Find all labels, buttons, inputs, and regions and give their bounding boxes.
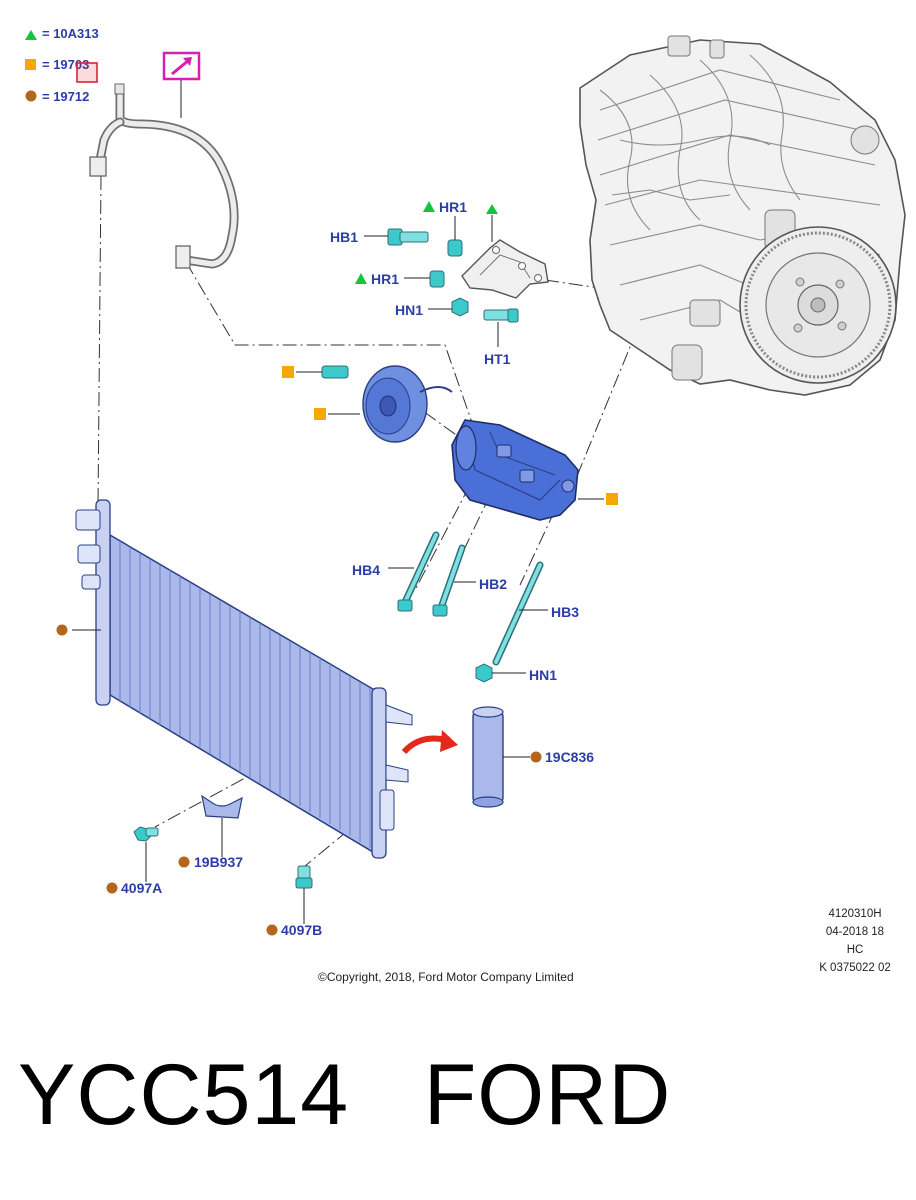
bracket-triangle-icon — [486, 204, 498, 214]
label-4097a: 4097A — [121, 880, 162, 896]
bracket-19b937 — [201, 794, 243, 857]
legend-circle-icon — [25, 90, 37, 102]
ac-compressor — [451, 419, 579, 521]
engine-illustration — [579, 35, 906, 396]
info-line-4: K 0375022 02 — [819, 962, 891, 974]
label-hr1-mid: HR1 — [371, 271, 399, 287]
compressor-bracket — [461, 204, 549, 299]
bracket-circle-icon — [178, 856, 190, 868]
bolt-4097b-circle-icon — [266, 924, 278, 936]
legend-square-icon — [25, 59, 36, 70]
nut-hn1-bottom — [475, 663, 493, 683]
label-4097b: 4097B — [281, 922, 322, 938]
bolt-4097b — [295, 865, 313, 924]
info-line-3: HC — [847, 944, 864, 956]
label-hb3: HB3 — [551, 604, 579, 620]
parts-diagram: = 10A313 = 19703 = 19712 — [25, 26, 906, 984]
compressor-square-icon — [606, 493, 618, 505]
long-bolts — [397, 531, 544, 683]
footer-title: YCC514 FORD — [18, 1047, 672, 1143]
pulley-square-icon — [314, 408, 326, 420]
legend-text-circle: = 19712 — [42, 89, 89, 104]
marker-symbols — [56, 201, 618, 936]
spacer-hr1-mid — [429, 270, 445, 288]
hr1-top-triangle-icon — [423, 201, 435, 212]
drawing-info: 4120310H 04-2018 18 HC K 0375022 02 — [819, 908, 891, 974]
hr1-mid-triangle-icon — [355, 273, 367, 284]
highlight-box — [76, 62, 98, 83]
copyright: ©Copyright, 2018, Ford Motor Company Lim… — [318, 970, 574, 984]
footer — [0, 1000, 916, 1200]
info-line-1: 4120310H — [828, 908, 881, 920]
spacer-hr1-top — [447, 239, 463, 257]
label-hb4: HB4 — [352, 562, 380, 578]
info-line-2: 04-2018 18 — [826, 926, 884, 938]
bolt-hb4 — [397, 531, 440, 612]
bolt-hb1 — [387, 228, 429, 246]
label-19b937: 19B937 — [194, 854, 243, 870]
compressor-clutch-pulley — [321, 365, 453, 443]
nut-hn1-top — [451, 297, 469, 317]
reference-arrow-icon[interactable] — [162, 51, 201, 118]
bolt-hb3 — [492, 561, 544, 666]
legend-triangle-icon — [25, 30, 37, 40]
label-hn1-bottom: HN1 — [529, 667, 557, 683]
pulley-bolt — [321, 365, 349, 379]
pulley-bolt-square-icon — [282, 366, 294, 378]
stud-ht1 — [483, 308, 519, 323]
label-ht1: HT1 — [484, 351, 511, 367]
leaders — [296, 216, 604, 674]
condenser — [72, 499, 413, 859]
label-hb2: HB2 — [479, 576, 507, 592]
label-hr1-top: HR1 — [439, 199, 467, 215]
bolt-hb2 — [432, 544, 466, 617]
drier-circle-icon — [530, 751, 542, 763]
part-labels: HB1 HR1 HR1 HN1 HT1 HB4 HB2 HB3 HN1 19C8… — [121, 199, 594, 938]
condenser-circle-icon — [56, 624, 68, 636]
red-curved-arrow — [401, 730, 458, 755]
label-hb1: HB1 — [330, 229, 358, 245]
receiver-drier — [472, 706, 530, 808]
label-hn1-top: HN1 — [395, 302, 423, 318]
flywheel — [739, 226, 897, 384]
bolt-4097a — [133, 826, 159, 882]
diagram-svg: = 10A313 = 19703 = 19712 — [25, 26, 906, 984]
bolt-4097a-circle-icon — [106, 882, 118, 894]
fasteners-top — [387, 228, 519, 323]
legend: = 10A313 = 19703 = 19712 — [25, 26, 99, 104]
ac-pipe — [89, 83, 239, 269]
label-19c836: 19C836 — [545, 749, 594, 765]
legend-text-triangle: = 10A313 — [42, 26, 99, 41]
condenser-fins — [119, 541, 371, 848]
